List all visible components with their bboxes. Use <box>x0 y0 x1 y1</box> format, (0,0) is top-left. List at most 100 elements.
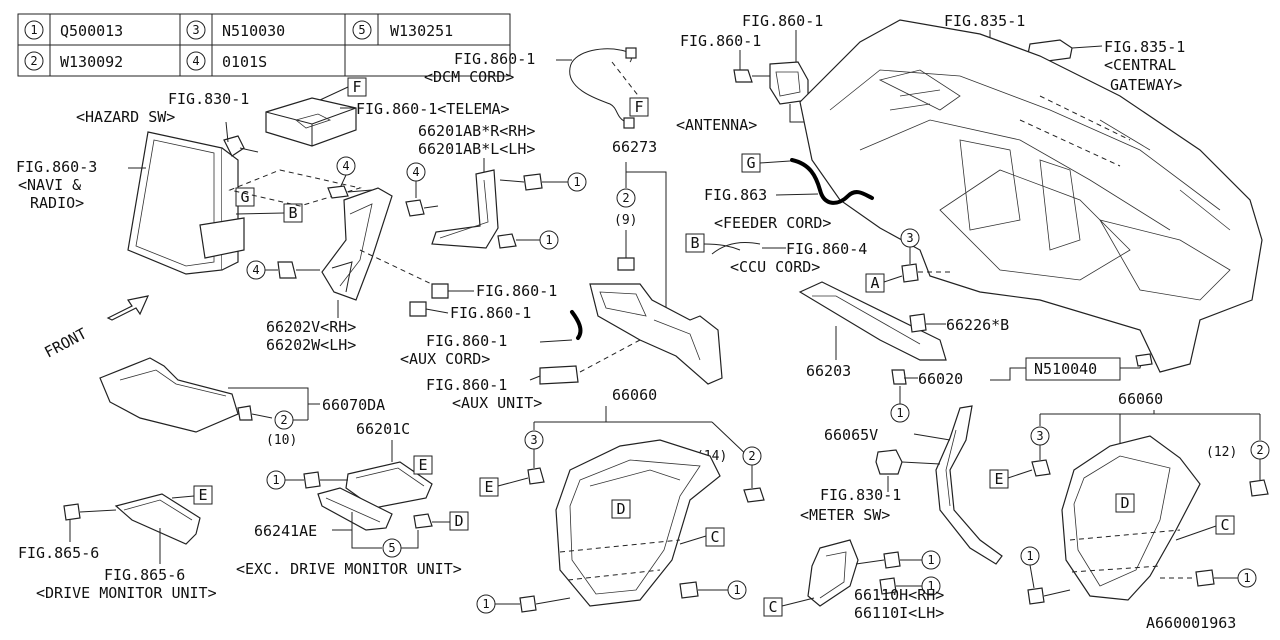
svg-text:D: D <box>1120 494 1129 512</box>
callout-1-center-right <box>727 580 747 600</box>
svg-text:E: E <box>198 486 207 504</box>
svg-text:0101S: 0101S <box>222 53 267 71</box>
screw-1-bracket-a: 1 <box>499 172 587 192</box>
side-cover-66110 <box>807 539 859 607</box>
diagram-id: A660001963 <box>1146 614 1236 632</box>
ref-box-d-right <box>1115 493 1135 513</box>
svg-text:1: 1 <box>733 583 740 597</box>
svg-text:3: 3 <box>1036 429 1043 443</box>
instrument-panel-frame <box>799 19 1263 373</box>
svg-text:1: 1 <box>30 23 37 37</box>
svg-text:A: A <box>870 274 879 292</box>
drive-monitor-unit <box>63 493 201 545</box>
qty-12-label: (12) <box>1206 445 1237 460</box>
ref-box-e-mid <box>413 455 433 475</box>
svg-text:4: 4 <box>412 165 419 179</box>
fig860-3-label: FIG.860-3 <box>16 158 97 176</box>
svg-text:2: 2 <box>280 413 287 427</box>
callout-1-side-a <box>921 550 941 570</box>
part-66226-label: 66226*B <box>946 316 1009 334</box>
svg-text:E: E <box>484 478 493 496</box>
ref-box-e-left <box>193 485 213 505</box>
svg-text:1: 1 <box>573 175 580 189</box>
navi-label: <NAVI & <box>18 176 81 194</box>
part-66201ab-r-label: 66201AB*R<RH> <box>418 122 535 140</box>
part-66201c-label: 66201C <box>356 420 410 438</box>
screw-1-66020: 1 <box>890 386 910 423</box>
legend-row-4: 4 0101S <box>186 51 267 71</box>
feeder-cord-label: <FEEDER CORD> <box>714 214 831 232</box>
svg-text:4: 4 <box>342 159 349 173</box>
svg-text:G: G <box>746 154 755 172</box>
ref-box-c-right <box>1215 515 1235 535</box>
fig860-telema-label: FIG.860-1<TELEMA> <box>356 100 510 118</box>
antenna-bracket <box>733 61 809 105</box>
svg-text:W130251: W130251 <box>390 22 453 40</box>
svg-text:1: 1 <box>482 597 489 611</box>
central-label: <CENTRAL <box>1104 56 1176 74</box>
part-66110h-label: 66110H<RH> <box>854 586 944 604</box>
part-66060-center-label: 66060 <box>612 386 657 404</box>
aux-cord-label: <AUX CORD> <box>400 350 490 368</box>
svg-text:C: C <box>710 528 719 546</box>
legend-row-3: 3 N510030 <box>186 20 285 40</box>
screw-4a: 4 <box>327 156 373 199</box>
ref-box-a-bottom <box>865 273 885 293</box>
qty-10-label: (10) <box>266 433 297 448</box>
ref-box-c-center <box>705 527 725 547</box>
ref-box-f-dcm <box>629 97 649 117</box>
legend-row-2: 2 W130092 <box>24 51 123 71</box>
exc-drive-monitor-label: <EXC. DRIVE MONITOR UNIT> <box>236 560 462 578</box>
fig865-left-label: FIG.865-6 <box>18 544 99 562</box>
svg-text:1: 1 <box>545 233 552 247</box>
part-66065v-label: 66065V <box>824 426 878 444</box>
screw-4c: 4 <box>246 260 320 280</box>
ref-box-e-right <box>989 469 1009 489</box>
meter-sw-label: <METER SW> <box>800 506 890 524</box>
callout-1-right-right <box>1237 568 1257 588</box>
fig865-bottom-label: FIG.865-6 <box>104 566 185 584</box>
part-66110i-label: 66110I<LH> <box>854 604 944 622</box>
svg-text:5: 5 <box>358 23 365 37</box>
svg-text:W130092: W130092 <box>60 53 123 71</box>
front-arrow: FRONT <box>41 295 150 362</box>
part-66060-right-label: 66060 <box>1118 390 1163 408</box>
svg-text:G: G <box>240 188 249 206</box>
telematics-unit <box>265 97 357 147</box>
antenna-label: <ANTENNA> <box>676 116 757 134</box>
reinforcement-66203 <box>798 281 947 361</box>
navi-radio-unit <box>127 131 259 275</box>
ref-box-d-mid <box>449 511 469 531</box>
drive-monitor-label: <DRIVE MONITOR UNIT> <box>36 584 217 602</box>
svg-text:1: 1 <box>927 579 934 593</box>
svg-text:1: 1 <box>272 473 279 487</box>
legend-row-1: 1 Q500013 <box>24 20 123 40</box>
lower-console-66273 <box>589 283 723 385</box>
fig830-hazard-label: FIG.830-1 <box>168 90 249 108</box>
svg-text:FRONT: FRONT <box>41 324 89 361</box>
part-66241ae-label: 66241AE <box>254 522 317 540</box>
fig830-meter-label: FIG.830-1 <box>820 486 901 504</box>
part-66202w-label: 66202W<LH> <box>266 336 356 354</box>
svg-text:B: B <box>288 204 297 222</box>
part-66201ab-l-label: 66201AB*L<LH> <box>418 140 535 158</box>
n510040-label: N510040 <box>1034 360 1097 378</box>
ref-box-c-side <box>763 597 783 617</box>
svg-text:(9): (9) <box>614 213 637 228</box>
part-66070da-label: 66070DA <box>322 396 385 414</box>
ref-box-e-center <box>479 477 499 497</box>
part-66202v-label: 66202V<RH> <box>266 318 356 336</box>
svg-text:F: F <box>352 78 361 96</box>
fig863-label: FIG.863 <box>704 186 767 204</box>
svg-text:2: 2 <box>748 449 755 463</box>
fig860-auxu-label: FIG.860-1 <box>426 376 507 394</box>
fig860-aux-label: FIG.860-1 <box>426 332 507 350</box>
svg-text:C: C <box>768 598 777 616</box>
fig860-a-label: FIG.860-1 <box>476 282 557 300</box>
fig860-4-label: FIG.860-4 <box>786 240 867 258</box>
fig860-b-label: FIG.860-1 <box>450 304 531 322</box>
svg-text:2: 2 <box>30 54 37 68</box>
bracket-66201c <box>345 461 433 509</box>
svg-text:3: 3 <box>530 433 537 447</box>
